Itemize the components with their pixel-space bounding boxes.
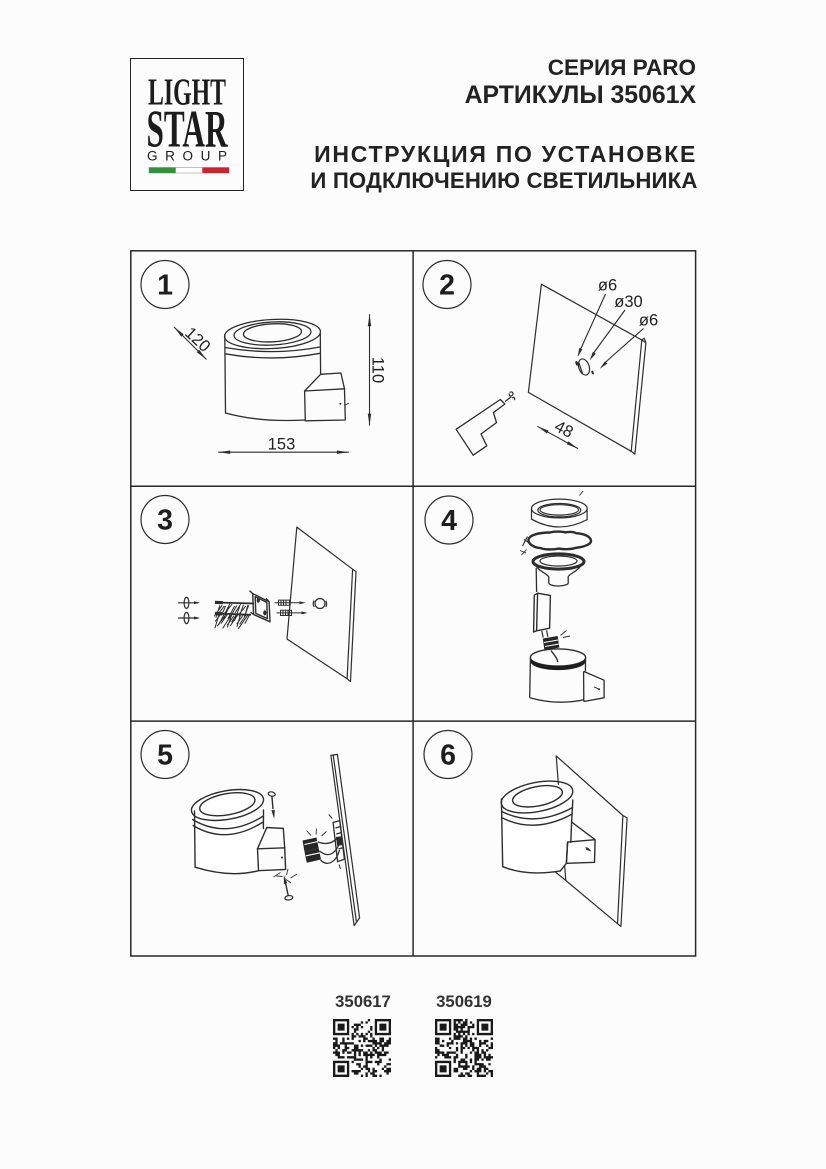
svg-text:120: 120: [181, 324, 213, 356]
svg-text:48: 48: [552, 417, 577, 441]
svg-text:5: 5: [157, 740, 173, 772]
svg-text:110: 110: [369, 357, 387, 383]
svg-text:4: 4: [441, 505, 457, 537]
svg-text:STAR: STAR: [147, 100, 228, 158]
svg-text:LIGHT: LIGHT: [148, 71, 226, 113]
svg-text:2: 2: [439, 270, 455, 302]
svg-text:ø30: ø30: [614, 293, 642, 311]
svg-text:153: 153: [268, 435, 296, 453]
svg-text:ø6: ø6: [598, 277, 617, 295]
svg-text:1: 1: [157, 270, 173, 302]
svg-text:6: 6: [440, 740, 456, 772]
svg-text:ø6: ø6: [639, 312, 658, 330]
svg-text:3: 3: [157, 505, 173, 537]
svg-text:GROUP: GROUP: [147, 148, 227, 163]
